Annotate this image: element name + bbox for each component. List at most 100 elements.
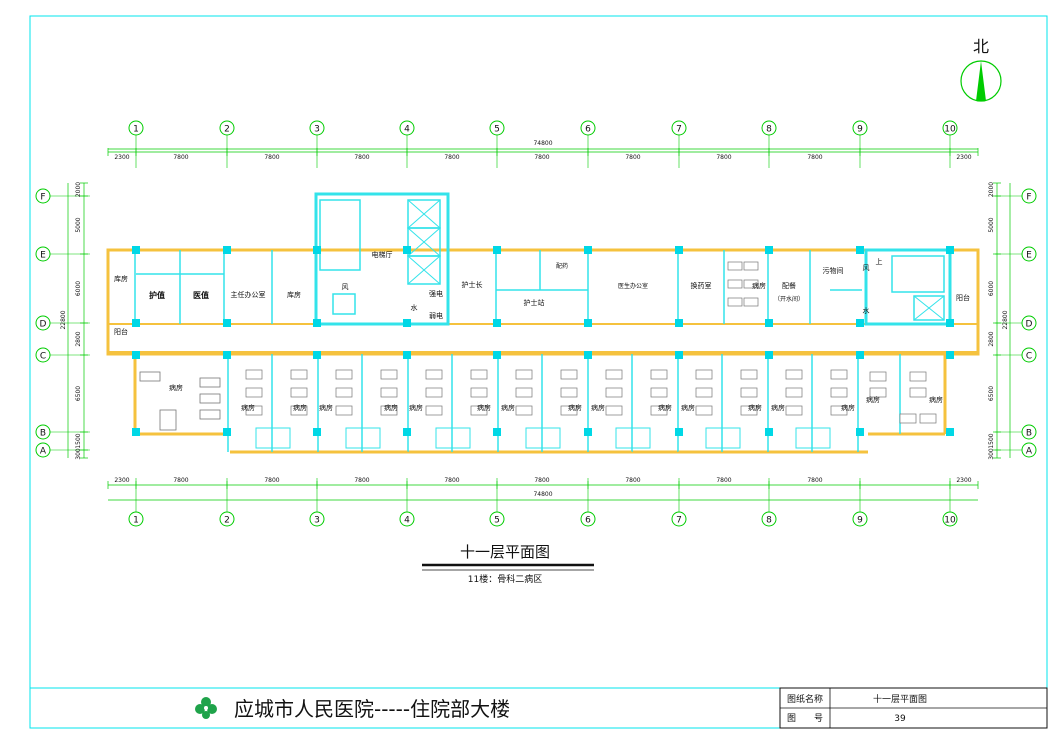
dim-value: 6000 <box>988 281 995 296</box>
room-nurse-station: 护士站 <box>524 298 545 307</box>
room-weak-elec: 弱电 <box>429 311 443 320</box>
bed <box>605 369 623 380</box>
bed <box>919 413 937 424</box>
bed <box>785 387 803 398</box>
room-head-nurse: 护士长 <box>462 280 483 289</box>
room-boiling: （开水间） <box>774 295 804 303</box>
bathroom <box>345 427 381 449</box>
structural-column <box>765 246 773 254</box>
structural-column <box>132 351 140 359</box>
bed <box>830 405 848 416</box>
tb-label-number: 图 号 <box>787 713 823 724</box>
bed <box>743 279 759 289</box>
dim-value: 2300 <box>956 154 971 161</box>
room-water-shaft: 水 <box>411 303 418 312</box>
bed <box>515 369 533 380</box>
structural-column <box>313 246 321 254</box>
core-block <box>314 192 450 326</box>
room-dressing: 换药室 <box>691 281 712 290</box>
structural-column <box>313 351 321 359</box>
dim-value: 7800 <box>264 154 279 161</box>
axis-label-B: B <box>40 429 46 439</box>
dim-value: 2800 <box>988 331 995 346</box>
room-nurse-duty: 护值 <box>149 290 165 300</box>
axis-label-9: 9 <box>857 125 863 135</box>
bathroom <box>615 427 651 449</box>
bed <box>650 405 668 416</box>
structural-column <box>675 246 683 254</box>
east-stair <box>891 255 945 293</box>
bed <box>380 405 398 416</box>
bed <box>743 297 759 307</box>
axis-label-D: D <box>1026 320 1033 330</box>
axis-label-10: 10 <box>944 125 956 135</box>
dim-value: 2300 <box>114 477 129 484</box>
room-ward-2: 病房 <box>293 403 307 412</box>
bed <box>869 371 887 382</box>
axis-label-A: A <box>1026 447 1033 457</box>
room-ward-15: 病房 <box>866 395 880 404</box>
structural-column <box>675 428 683 436</box>
bed <box>335 387 353 398</box>
bed <box>560 387 578 398</box>
structural-column <box>765 319 773 327</box>
bathroom <box>705 427 741 449</box>
dim-value: 7800 <box>625 154 640 161</box>
axis-label-1: 1 <box>133 516 139 526</box>
axis-label-D: D <box>40 320 47 330</box>
structural-column <box>584 351 592 359</box>
dim-value: 7800 <box>534 477 549 484</box>
structural-column <box>223 351 231 359</box>
bed <box>335 369 353 380</box>
room-water-east: 水 <box>863 306 870 315</box>
axis-label-6: 6 <box>585 125 591 135</box>
dim-value: 7800 <box>444 477 459 484</box>
north-arrow: 北 <box>960 37 1002 102</box>
bed <box>695 405 713 416</box>
bed <box>470 387 488 398</box>
room-storage: 库房 <box>287 290 301 299</box>
structural-column <box>675 351 683 359</box>
dim-value: 7800 <box>354 154 369 161</box>
dim-value: 300 <box>988 448 995 460</box>
room-doctor-office: 医生办公室 <box>618 282 648 290</box>
bed <box>425 387 443 398</box>
axis-label-C: C <box>40 352 46 362</box>
room-balcony-west: 库房 <box>114 274 128 283</box>
stair-up-label: 上 <box>876 257 883 266</box>
bathroom <box>255 427 291 449</box>
axis-label-E: E <box>40 251 46 261</box>
axis-label-C: C <box>1026 352 1032 362</box>
room-ward-14: 病房 <box>841 403 855 412</box>
bed <box>830 387 848 398</box>
bed <box>605 405 623 416</box>
structural-column <box>493 351 501 359</box>
structural-column <box>493 319 501 327</box>
structural-column <box>946 351 954 359</box>
bed <box>740 369 758 380</box>
axis-label-8: 8 <box>766 516 772 526</box>
room-ward-7: 病房 <box>501 403 515 412</box>
dim-value: 7800 <box>716 477 731 484</box>
room-dirty: 污物间 <box>823 266 844 275</box>
structural-column <box>946 319 954 327</box>
bed <box>425 369 443 380</box>
room-strong-elec: 强电 <box>429 289 443 298</box>
ward-partitions <box>227 354 901 452</box>
structural-column <box>223 246 231 254</box>
dim-value: 2000 <box>988 182 995 197</box>
bed <box>909 387 927 398</box>
dim-total: 74800 <box>533 491 552 498</box>
room-ward-12: 病房 <box>748 403 762 412</box>
room-elevator-hall: 电梯厅 <box>372 250 393 259</box>
bed <box>290 369 308 380</box>
bed <box>380 387 398 398</box>
tb-value-number: 39 <box>894 714 906 724</box>
dim-value: 5000 <box>988 217 995 232</box>
structural-column <box>132 428 140 436</box>
hospital-logo-icon <box>195 697 217 719</box>
bed <box>743 261 759 271</box>
dim-value: 6000 <box>75 281 82 296</box>
bed <box>785 405 803 416</box>
